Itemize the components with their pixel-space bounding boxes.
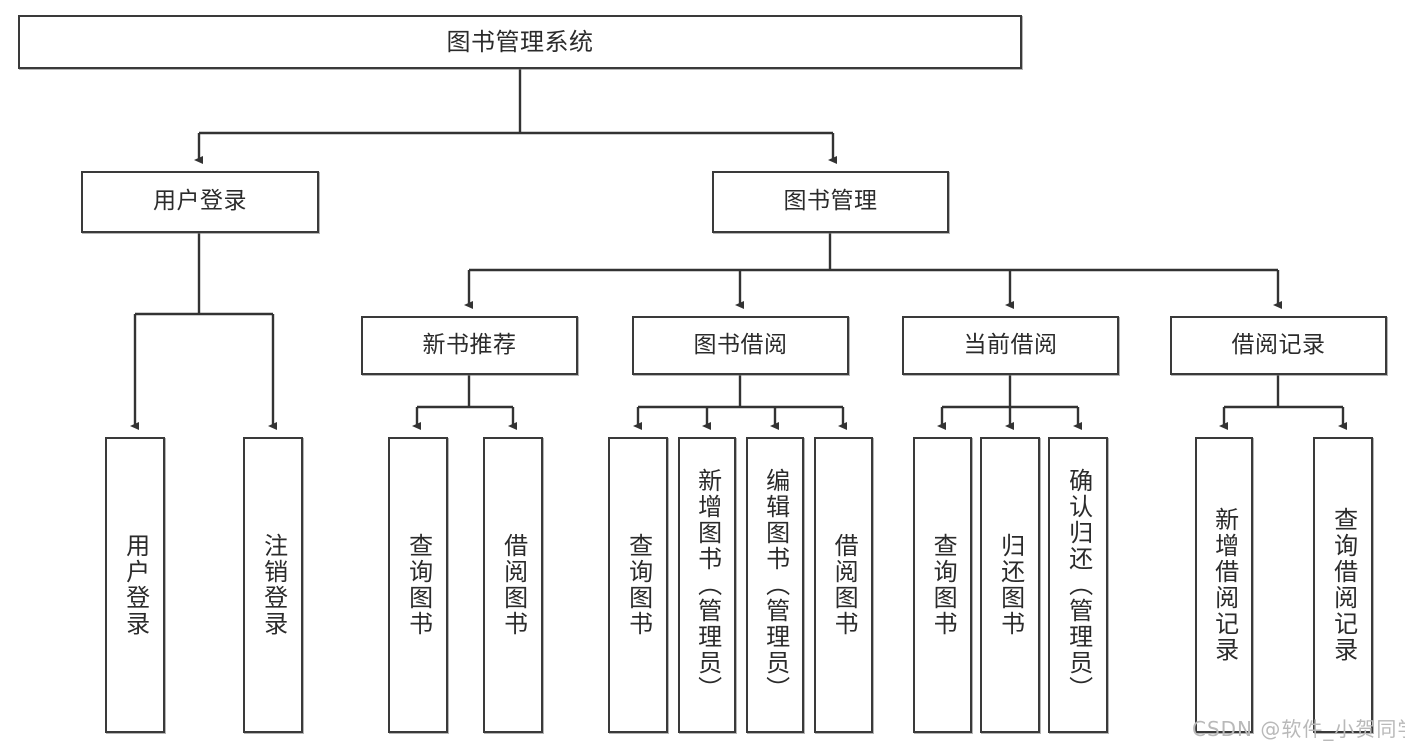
node-leaf-return-book[interactable]: 归还图书 xyxy=(980,437,1040,733)
node-user-login-label: 用户登录 xyxy=(153,188,247,215)
node-leaf-add-book-admin-label: 新增图书（管理员） xyxy=(693,468,722,702)
node-leaf-add-borrow-record[interactable]: 新增借阅记录 xyxy=(1195,437,1253,733)
node-root[interactable]: 图书管理系统 xyxy=(18,15,1022,69)
node-leaf-query-borrow-record-label: 查询借阅记录 xyxy=(1329,507,1358,663)
node-leaf-logout[interactable]: 注销登录 xyxy=(243,437,303,733)
node-leaf-user-login-label: 用户登录 xyxy=(121,533,150,637)
node-book-manage-label: 图书管理 xyxy=(783,188,878,215)
node-current-borrow-label: 当前借阅 xyxy=(963,331,1058,358)
node-user-login[interactable]: 用户登录 xyxy=(81,171,319,233)
node-leaf-borrow-book-rec[interactable]: 借阅图书 xyxy=(483,437,543,733)
node-new-book-recommend[interactable]: 新书推荐 xyxy=(361,316,578,375)
node-current-borrow[interactable]: 当前借阅 xyxy=(902,316,1119,375)
node-new-book-recommend-label: 新书推荐 xyxy=(422,331,517,358)
node-leaf-query-book-borrow-label: 查询图书 xyxy=(624,533,653,637)
node-leaf-query-book-rec-label: 查询图书 xyxy=(404,533,433,637)
node-leaf-borrow-book-rec-label: 借阅图书 xyxy=(499,533,528,637)
csdn-watermark: CSDN @软件_小贺同学 xyxy=(1192,717,1405,741)
node-leaf-borrow-book[interactable]: 借阅图书 xyxy=(814,437,873,733)
node-leaf-confirm-return-admin-label: 确认归还（管理员） xyxy=(1064,468,1093,702)
node-root-label: 图书管理系统 xyxy=(446,27,594,56)
node-leaf-borrow-book-label: 借阅图书 xyxy=(830,533,859,637)
node-leaf-edit-book-admin[interactable]: 编辑图书（管理员） xyxy=(746,437,804,733)
node-leaf-confirm-return-admin[interactable]: 确认归还（管理员） xyxy=(1048,437,1108,733)
node-leaf-query-book-borrow[interactable]: 查询图书 xyxy=(608,437,668,733)
node-leaf-add-book-admin[interactable]: 新增图书（管理员） xyxy=(678,437,736,733)
node-leaf-logout-label: 注销登录 xyxy=(259,533,288,637)
node-leaf-edit-book-admin-label: 编辑图书（管理员） xyxy=(761,468,790,702)
node-leaf-query-book-current-label: 查询图书 xyxy=(929,533,958,637)
node-borrow-record-label: 借阅记录 xyxy=(1231,331,1326,358)
node-book-manage[interactable]: 图书管理 xyxy=(712,171,949,233)
node-leaf-add-borrow-record-label: 新增借阅记录 xyxy=(1210,507,1239,663)
node-leaf-query-borrow-record[interactable]: 查询借阅记录 xyxy=(1313,437,1373,733)
node-borrow-record[interactable]: 借阅记录 xyxy=(1170,316,1387,375)
node-leaf-query-book-rec[interactable]: 查询图书 xyxy=(388,437,448,733)
node-leaf-return-book-label: 归还图书 xyxy=(996,533,1025,637)
node-book-borrow-label: 图书借阅 xyxy=(693,331,788,358)
node-book-borrow[interactable]: 图书借阅 xyxy=(632,316,849,375)
node-leaf-query-book-current[interactable]: 查询图书 xyxy=(913,437,972,733)
node-leaf-user-login[interactable]: 用户登录 xyxy=(105,437,165,733)
